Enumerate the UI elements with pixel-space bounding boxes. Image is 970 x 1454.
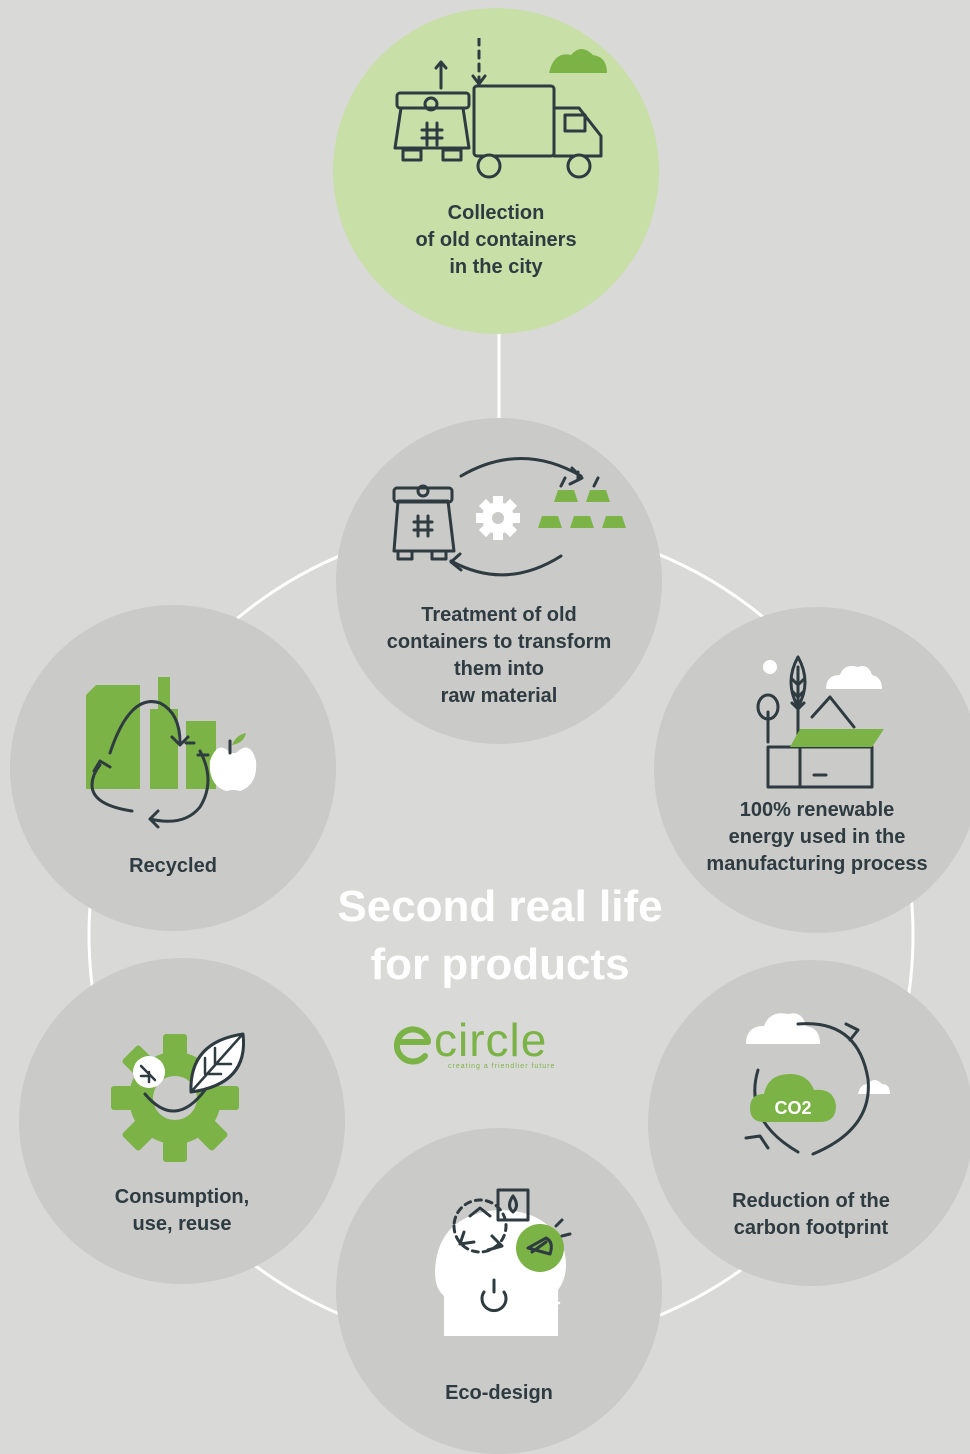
step-carbon-label: Reduction of the carbon footprint	[668, 1188, 954, 1242]
renewable-box-icon	[746, 655, 884, 789]
step-renewable-energy: 100% renewable energy used in the manufa…	[654, 607, 970, 933]
step-recycled-label: Recycled	[30, 853, 316, 880]
ecircle-logo: circle creating a friendlier future	[393, 1014, 555, 1070]
step-treatment-label: Treatment of old containers to transform…	[356, 602, 642, 710]
step-consumption: Consumption, use, reuse	[19, 958, 345, 1284]
recycle-packages-icon	[86, 677, 257, 829]
label-line: Eco-design	[445, 1382, 553, 1404]
step-consumption-label: Consumption, use, reuse	[39, 1184, 325, 1238]
label-line: Consumption,	[114, 1186, 250, 1208]
label-line: manufacturing process	[706, 853, 928, 875]
label-line: Collection	[447, 202, 545, 224]
head-idea-icon	[435, 1188, 572, 1336]
label-line: of old containers	[415, 229, 577, 251]
step-eco-design: Eco-design	[336, 1128, 662, 1454]
label-line: use, reuse	[132, 1213, 232, 1235]
label-line: Treatment of old	[421, 604, 577, 626]
logo-wordmark: circle	[434, 1014, 547, 1066]
label-line: in the city	[449, 256, 543, 278]
logo-tagline: creating a friendlier future	[448, 1063, 555, 1070]
co2-cloud-icon: CO2	[744, 1013, 890, 1156]
leaf-gear-icon	[111, 1032, 246, 1162]
main-title: Second real life for products	[250, 878, 750, 994]
label-line: containers to transform	[386, 631, 612, 653]
step-eco-design-label: Eco-design	[356, 1380, 642, 1407]
label-line: Reduction of the	[732, 1190, 890, 1212]
label-line: energy used in the	[728, 826, 906, 848]
label-line: 100% renewable	[739, 799, 895, 821]
step-treatment: Treatment of old containers to transform…	[336, 418, 662, 744]
label-line: carbon footprint	[733, 1217, 889, 1239]
label-line: Recycled	[129, 855, 217, 877]
step-collection-label: Collection of old containers in the city	[353, 200, 639, 281]
step-renewable-label: 100% renewable energy used in the manufa…	[674, 797, 960, 878]
co2-badge: CO2	[774, 1098, 811, 1118]
label-line: raw material	[440, 685, 558, 707]
truck-container-icon	[393, 38, 607, 179]
step-carbon-footprint: CO2 Reduction of the carbon footprint	[648, 960, 970, 1286]
title-line-2: for products	[370, 940, 630, 989]
title-line-1: Second real life	[337, 882, 663, 931]
step-collection: Collection of old containers in the city	[333, 8, 659, 334]
label-line: them into	[454, 658, 544, 680]
step-recycled: Recycled	[10, 605, 336, 931]
gear-cycle-icon	[392, 457, 626, 577]
